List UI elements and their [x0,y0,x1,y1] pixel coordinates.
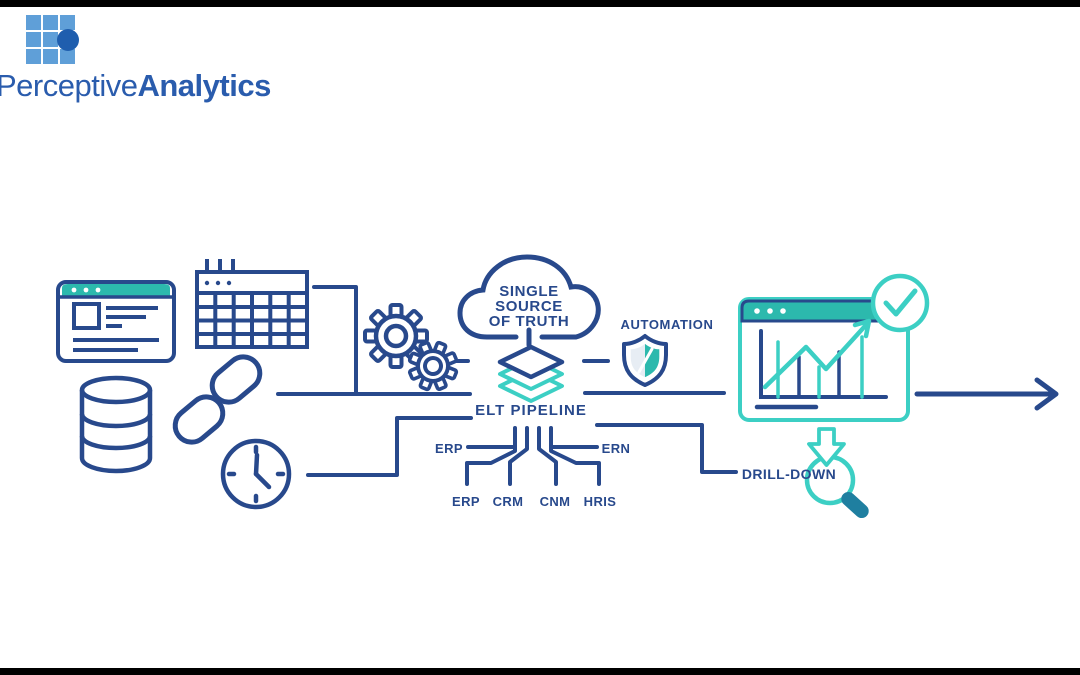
source-label-ern-mid: ERN [601,441,631,456]
cloud-icon [457,254,601,348]
connector-lines [276,285,738,486]
clock-connector-line [306,416,473,477]
fan-hris-line [549,445,601,486]
single-source-of-truth-label: SINGLE SOURCE OF TRUTH [489,284,570,329]
check-circle-icon [870,273,930,333]
fan-erp-bottom-line [465,445,517,486]
source-label-erp-mid: ERP [435,441,463,456]
chart-inside-dashboard [754,318,888,410]
perceptive-analytics-logo: PerceptiveAnalytics [0,10,271,103]
logo-grid-icon [26,15,79,64]
automation-label: AUTOMATION [620,317,714,332]
source-label-crm: CRM [492,494,524,509]
cloud-label-line-2: SOURCE [495,298,563,315]
drilldown-connector-line [595,423,738,474]
gears-icon [363,303,459,392]
database-icon [79,375,153,474]
fan-ern-mid-line [549,426,599,449]
cloud-label-line-3: OF TRUTH [488,313,570,330]
top-letterbox-bar [0,0,1080,7]
source-label-hris: HRIS [583,494,617,509]
analytics-dashboard-icon [738,297,910,422]
trend-arrowhead [852,318,872,339]
drilldown-arrow-icon [807,427,846,467]
data-layers-icon [497,344,565,403]
source-label-cnm: CNM [539,494,571,509]
drill-down-label: DRILL-DOWN [741,466,837,482]
fan-erp-mid-line [466,426,517,449]
logo-word-analytics: Analytics [137,68,271,103]
calendar-connector-line [312,285,358,396]
logo-dot [57,29,79,51]
cloud-label-line-1: SINGLE [499,283,559,300]
logo-wordmark: PerceptiveAnalytics [0,68,271,104]
elt-pipeline-label: ELT PIPELINE [475,402,587,419]
chain-link-icon [172,354,263,445]
gear-small [407,340,459,392]
flow-arrow-icon [914,377,1059,411]
fan-crm-line [508,426,529,486]
logo-word-perceptive: Perceptive [0,68,138,103]
shield-icon [622,334,668,387]
clock-icon [220,438,292,510]
source-label-erp: ERP [452,494,480,509]
browser-window-icon [56,280,176,363]
calendar-icon [195,259,309,349]
magnifier-handle [841,491,869,519]
fan-cnm-line [537,426,558,486]
bottom-letterbox-bar [0,668,1080,675]
